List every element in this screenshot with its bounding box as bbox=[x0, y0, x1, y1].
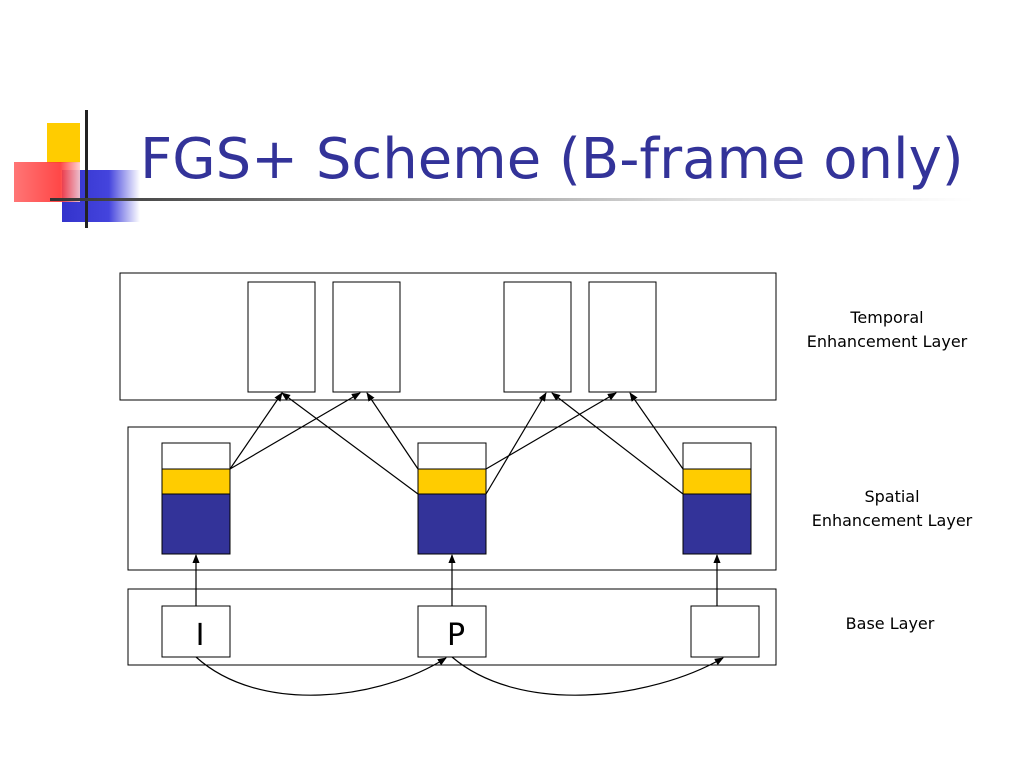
spatial-stack-2 bbox=[417, 442, 487, 555]
arrow-s1-b1 bbox=[229, 392, 283, 470]
base-frame-i bbox=[161, 605, 231, 658]
spatial-stack-1 bbox=[161, 442, 231, 555]
base-frame-p bbox=[417, 605, 487, 658]
title-decoration bbox=[14, 110, 140, 228]
arrow-i-to-p bbox=[195, 656, 447, 696]
b-frame-2 bbox=[332, 281, 401, 393]
spatial-layer-label: Spatial Enhancement Layer bbox=[811, 487, 973, 530]
arrow-s2-b3 bbox=[485, 392, 547, 495]
vertical-bar bbox=[85, 110, 88, 228]
slide-title: FGS+ Scheme (B-frame only) bbox=[140, 127, 964, 192]
yellow-square bbox=[47, 123, 80, 163]
arrow-s2-b2 bbox=[366, 392, 419, 470]
temporal-layer-label: Temporal Enhancement Layer bbox=[806, 308, 968, 351]
arrow-s1-b2 bbox=[229, 392, 361, 470]
b-frame-3 bbox=[503, 281, 572, 393]
arrow-s3-b4 bbox=[629, 392, 684, 470]
spatial-stack-3 bbox=[682, 442, 752, 555]
arrow-s2-b1 bbox=[281, 392, 419, 495]
arrow-s3-b3 bbox=[551, 392, 684, 495]
arrow-p-to-3 bbox=[451, 656, 724, 696]
temporal-layer-box bbox=[119, 272, 777, 401]
b-frame-4 bbox=[588, 281, 657, 393]
base-frame-i-label: I bbox=[196, 618, 205, 653]
red-square bbox=[14, 162, 80, 202]
base-frame-p-label: P bbox=[447, 618, 465, 653]
arrow-s2-b4 bbox=[485, 392, 617, 470]
base-frame-3 bbox=[690, 605, 760, 658]
base-layer-label: Base Layer bbox=[845, 614, 935, 633]
title-underline bbox=[50, 198, 974, 201]
b-frame-1 bbox=[247, 281, 316, 393]
